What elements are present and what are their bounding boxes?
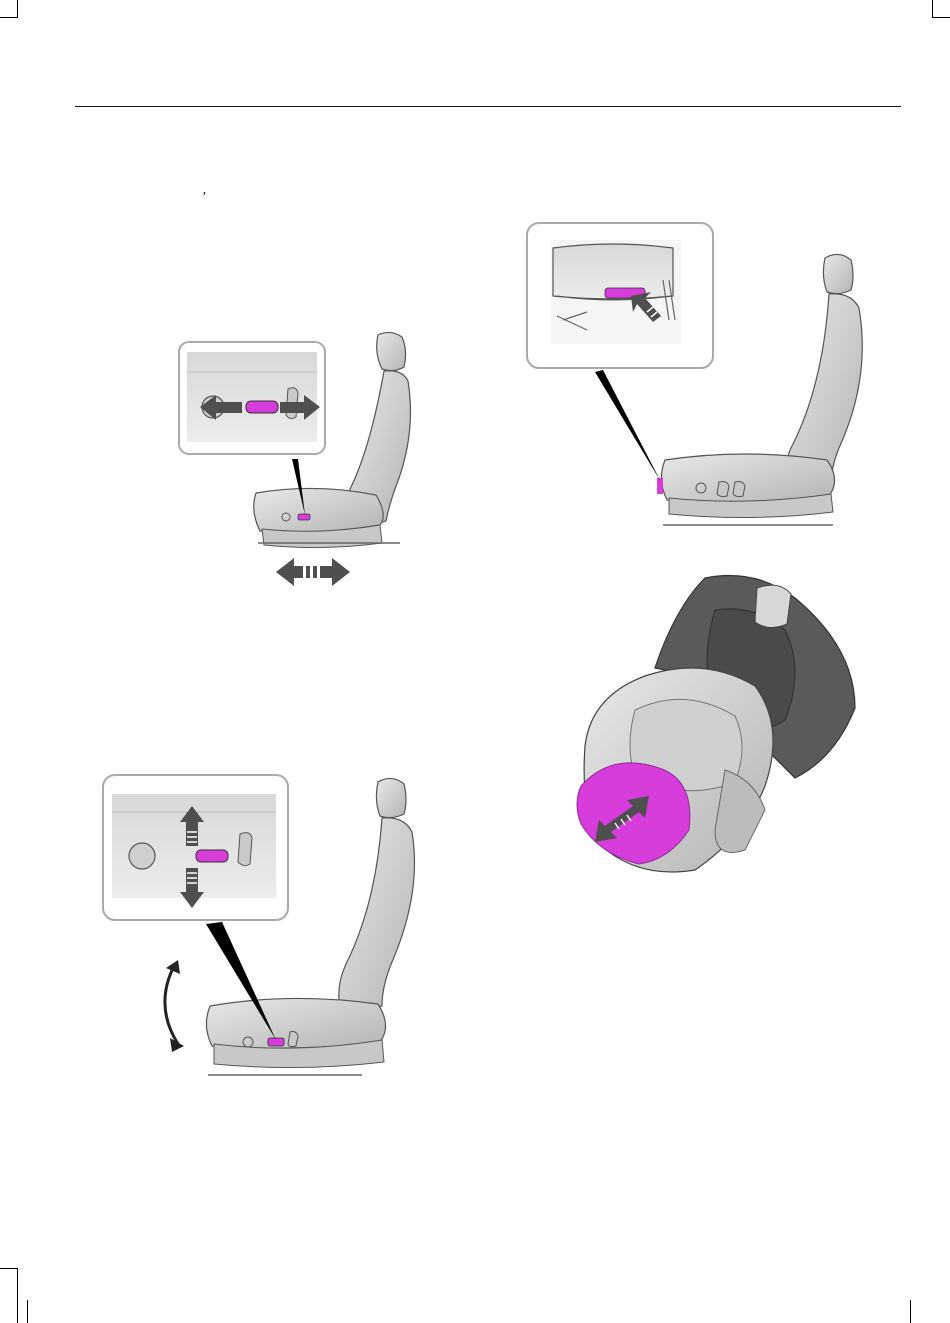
crop-mark-bottom-left-inner bbox=[27, 1300, 28, 1323]
figure-seat-cushion-top-view bbox=[575, 570, 860, 885]
figure-seat-tilt bbox=[100, 770, 445, 1085]
figure-seat-cushion-extend bbox=[523, 220, 893, 540]
crop-mark-bottom-right-inner bbox=[910, 1300, 911, 1323]
crop-mark-top-left-horizontal bbox=[0, 17, 18, 18]
crop-mark-top-right-vertical bbox=[932, 0, 933, 18]
crop-mark-top-right-horizontal bbox=[932, 17, 950, 18]
crop-mark-bottom-left-horizontal bbox=[0, 1268, 18, 1269]
header-rule bbox=[75, 106, 901, 107]
figure-seat-fore-aft bbox=[170, 325, 430, 595]
stray-mark: ’ bbox=[202, 190, 207, 206]
crop-mark-top-left-vertical bbox=[17, 0, 18, 18]
crop-mark-bottom-left-vertical bbox=[17, 1268, 18, 1323]
